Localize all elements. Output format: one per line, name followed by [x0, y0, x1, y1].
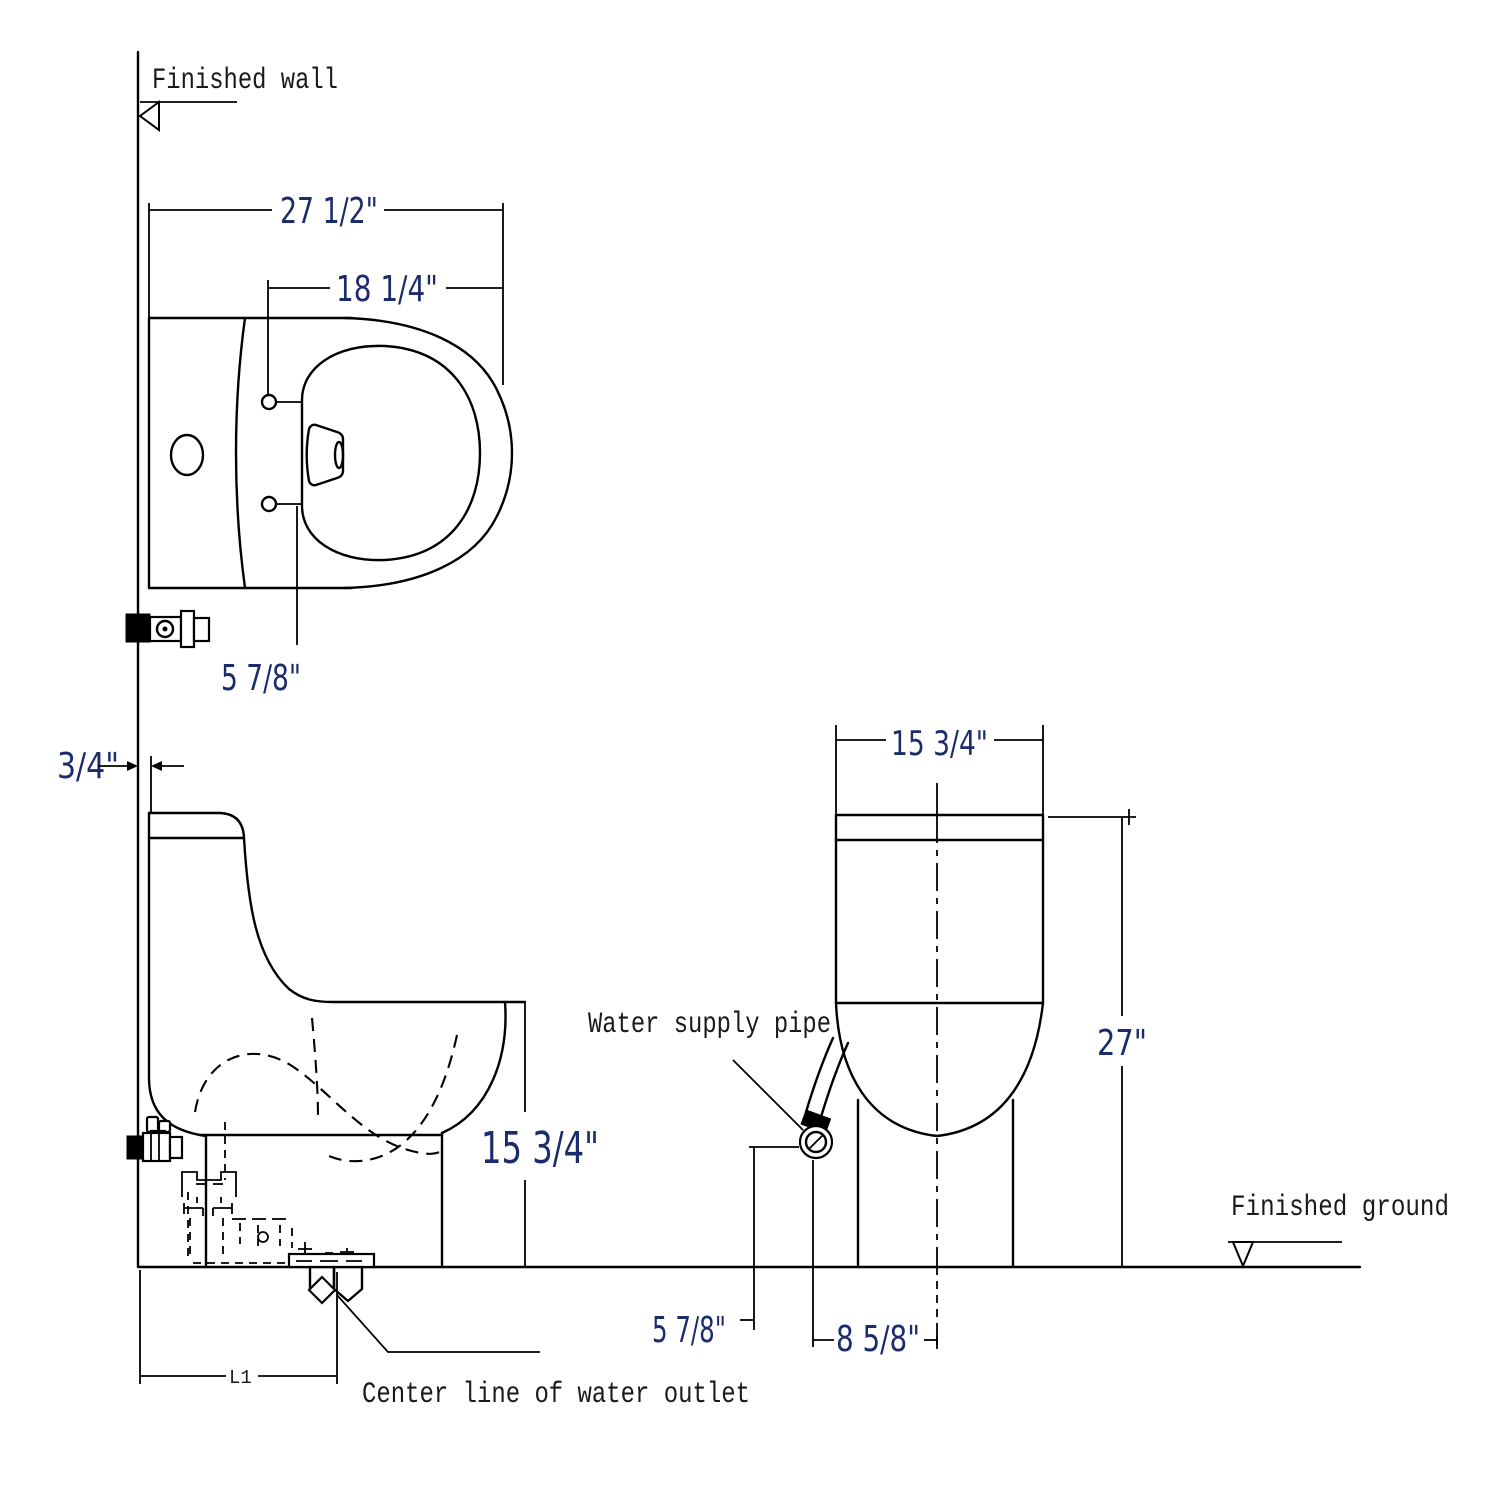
side-bowl-front: [440, 1000, 507, 1135]
supply-hose-icon: [798, 1036, 850, 1160]
dim-hinge-offset-text: 5 7/8": [221, 658, 301, 699]
dim-seat-depth: 18 1/4": [267, 269, 503, 395]
dim-overall-depth-text: 27 1/2": [280, 191, 378, 232]
center-line-text: Center line of water outlet: [362, 1378, 750, 1412]
dim-tank-width: 15 3/4": [835, 724, 1044, 815]
side-back-edge: [147, 811, 208, 1138]
finished-ground-text: Finished ground: [1231, 1191, 1449, 1225]
drain-outlet-right: [332, 1265, 364, 1303]
drain-outlet-cap: [307, 1275, 337, 1305]
water-supply-text: Water supply pipe: [588, 1008, 831, 1042]
dim-rim-height: 15 3/4": [481, 1002, 599, 1267]
finished-ground-label: Finished ground: [1228, 1191, 1449, 1269]
center-line-label: Center line of water outlet: [336, 1294, 750, 1412]
dim-rim-height-text: 15 3/4": [481, 1123, 599, 1174]
shutoff-valve-upper-icon: [125, 609, 211, 649]
dim-supply-height-text: 5 7/8": [652, 1310, 726, 1351]
drain-outlet: [307, 1265, 364, 1384]
plan-tank: [147, 316, 354, 590]
side-trap-hidden-lines: [187, 1017, 459, 1256]
seat-hinges: [260, 393, 302, 513]
dim-overall-height: 27": [1048, 809, 1147, 1267]
rear-tank: [834, 813, 1045, 1005]
water-supply-label: Water supply pipe: [588, 1008, 831, 1131]
ground-level-icon: [1228, 1241, 1342, 1269]
rear-view: [798, 783, 1045, 1350]
dim-l1: L1: [139, 1270, 337, 1389]
shutoff-valve-lower-icon: [126, 1115, 184, 1163]
wall-arrow-icon: [138, 100, 237, 132]
dim-l1-text: L1: [229, 1367, 252, 1389]
floor-flange-detail: [181, 1171, 376, 1269]
seat-inner: [300, 344, 482, 562]
dim-tank-width-text: 15 3/4": [891, 724, 988, 764]
dim-hinge-offset: 5 7/8": [221, 658, 301, 699]
dim-supply-offset-text: 8 5/8": [836, 1319, 920, 1360]
dim-seat-depth-text: 18 1/4": [336, 269, 438, 310]
flush-valve-outlet: [333, 440, 345, 470]
dim-overall-depth: 27 1/2": [148, 191, 504, 385]
plan-tank-front-edge: [234, 316, 247, 590]
dim-supply-offset: 8 5/8": [812, 1160, 938, 1360]
center-line-leader: [336, 1294, 540, 1353]
flush-valve: [305, 423, 345, 487]
rear-bowl: [834, 1001, 1045, 1138]
dim-wall-clearance: 3/4": [57, 746, 184, 813]
plan-view: [147, 316, 514, 645]
water-supply-leader: [732, 1059, 804, 1131]
finished-wall-text: Finished wall: [152, 64, 338, 98]
side-tank-and-rim: [147, 811, 527, 1004]
dim-supply-height: 5 7/8": [652, 1146, 799, 1351]
seat-outer: [343, 316, 514, 590]
flush-button: [169, 433, 205, 477]
dim-overall-height-text: 27": [1097, 1023, 1147, 1064]
finished-wall-label: Finished wall: [138, 64, 338, 132]
side-view: [126, 811, 527, 1269]
